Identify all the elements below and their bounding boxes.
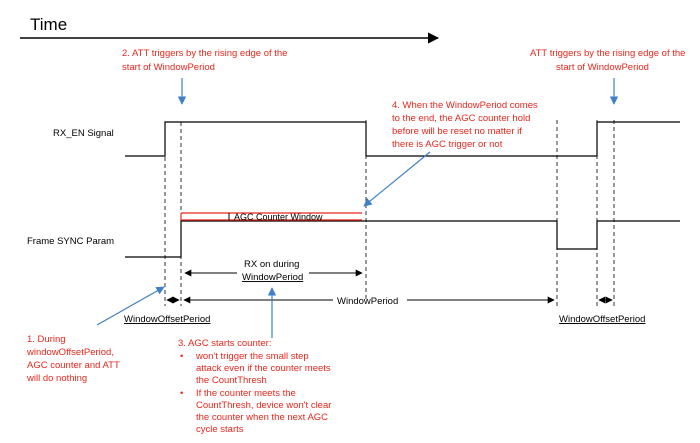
note-3-bullet-2: •: [180, 388, 183, 399]
note-1: 1. During windowOffsetPeriod, AGC counte…: [26, 334, 120, 384]
window-offset-period-right-label: WindowOffsetPeriod: [559, 314, 645, 325]
note-1-pointer-arrow: [96, 286, 165, 326]
note-right-att: ATT triggers by the rising edge of the s…: [530, 48, 685, 73]
note-1-line2: windowOffsetPeriod,: [26, 347, 114, 358]
note-4-line4: there is AGC trigger or not: [392, 139, 503, 150]
rx-en-signal-label: RX_EN Signal: [53, 128, 114, 139]
rx-on-label-line1: RX on during: [244, 259, 299, 270]
note-4: 4. When the WindowPeriod comes to the en…: [392, 100, 538, 150]
window-period-label: WindowPeriod: [337, 296, 398, 307]
note-3-b2-line3: the counter when the next AGC: [196, 412, 328, 423]
note-4-line3: before will be reset no matter if: [392, 126, 522, 137]
note-4-line1: 4. When the WindowPeriod comes: [392, 100, 538, 111]
rx-on-label-line2: WindowPeriod: [242, 272, 303, 283]
note-3-b2-line1: If the counter meets the: [196, 388, 296, 399]
note-3-b1-line1: won't trigger the small step: [195, 351, 309, 362]
agc-counter-window-label: AGC Counter Window: [234, 212, 323, 222]
note-3-b2-line4: cycle starts: [196, 424, 244, 435]
note-3: 3. AGC starts counter: • won't trigger t…: [178, 338, 331, 435]
window-offset-period-left-label: WindowOffsetPeriod: [124, 314, 210, 325]
note-3-bullet-1: •: [180, 351, 183, 362]
note-1-line1: 1. During: [27, 334, 66, 345]
note-right-line1: ATT triggers by the rising edge of the: [530, 48, 685, 59]
note-1-line4: will do nothing: [26, 373, 87, 384]
note-1-line3: AGC counter and ATT: [27, 360, 120, 371]
note-right-line2: start of WindowPeriod: [556, 62, 649, 73]
note-4-line2: to the end, the AGC counter hold: [392, 113, 530, 124]
time-title: Time: [30, 15, 67, 34]
agc-counter-window: AGC Counter Window: [180, 212, 362, 222]
rx-en-waveform: [125, 121, 680, 157]
note-3-b2-line2: CountThresh, device won't clear: [196, 400, 331, 411]
note-3-b1-line3: the CountThresh: [196, 375, 267, 386]
note-3-line1: 3. AGC starts counter:: [178, 338, 271, 349]
frame-sync-param-label: Frame SYNC Param: [27, 236, 114, 247]
note-2-line1: 2. ATT triggers by the rising edge of th…: [122, 48, 287, 59]
note-2: 2. ATT triggers by the rising edge of th…: [122, 48, 287, 73]
note-3-b1-line2: attack even if the counter meets: [196, 363, 331, 374]
note-2-line2: start of WindowPeriod: [122, 62, 215, 73]
frame-sync-waveform: [125, 220, 680, 258]
note-4-pointer-arrow: [363, 151, 431, 207]
